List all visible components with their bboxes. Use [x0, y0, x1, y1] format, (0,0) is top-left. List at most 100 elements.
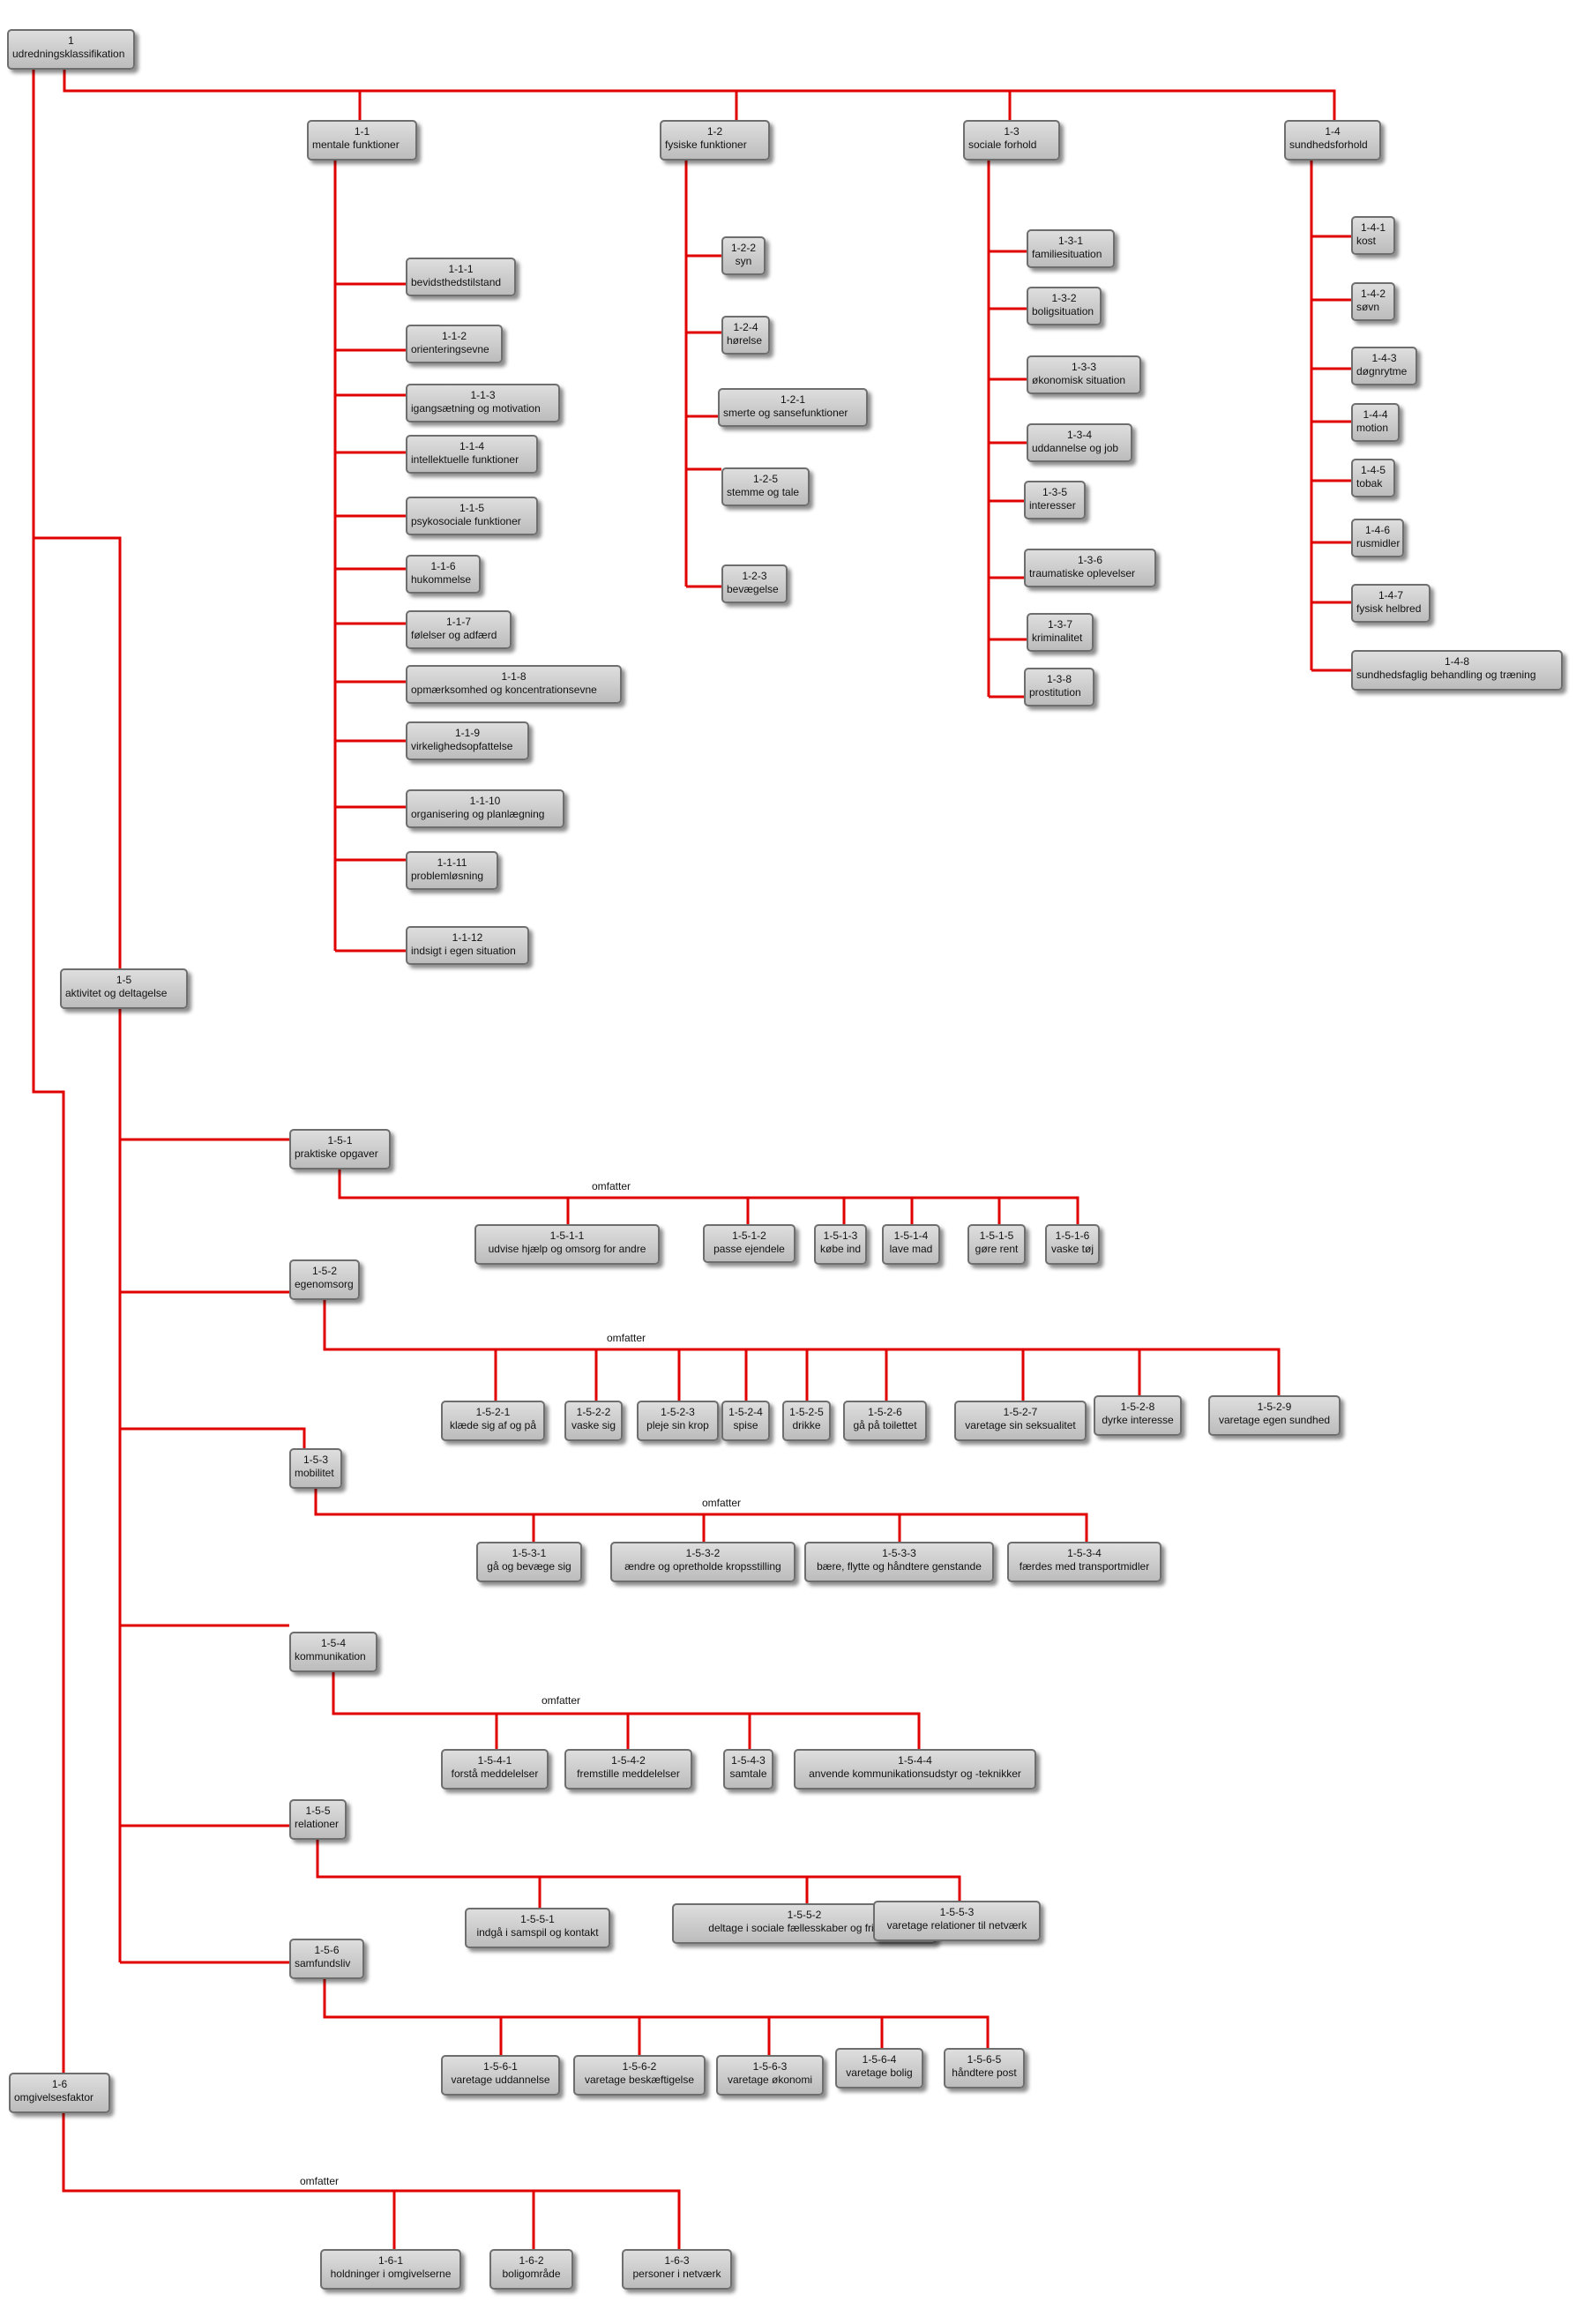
node-id: 1-1-8	[501, 670, 527, 683]
node-label: pleje sin krop	[646, 1419, 709, 1431]
node-id: 1-2-1	[780, 393, 805, 406]
node-id: 1-3-3	[1071, 361, 1096, 373]
node-label: holdninger i omgivelserne	[330, 2268, 452, 2280]
edge-label-omfatter: omfatter	[701, 1497, 742, 1509]
node-id: 1-5-6-2	[622, 2060, 657, 2073]
node-label: indsigt i egen situation	[411, 945, 516, 957]
node-id: 1-5-3-3	[882, 1547, 916, 1559]
node-label: relationer	[295, 1818, 340, 1830]
node-id: 1-1-2	[441, 330, 467, 342]
node-label: smerte og sansefunktioner	[723, 407, 848, 419]
node-label: købe ind	[819, 1243, 862, 1255]
node-label: kriminalitet	[1032, 631, 1083, 644]
node-id: 1-5-4-2	[611, 1754, 646, 1767]
node-label: økonomisk situation	[1032, 374, 1126, 386]
node-id: 1-3-2	[1051, 292, 1077, 304]
node-id: 1-5-2-6	[868, 1406, 902, 1418]
node-label: spise	[733, 1419, 758, 1431]
node-label: bære, flytte og håndtere genstande	[817, 1560, 982, 1573]
